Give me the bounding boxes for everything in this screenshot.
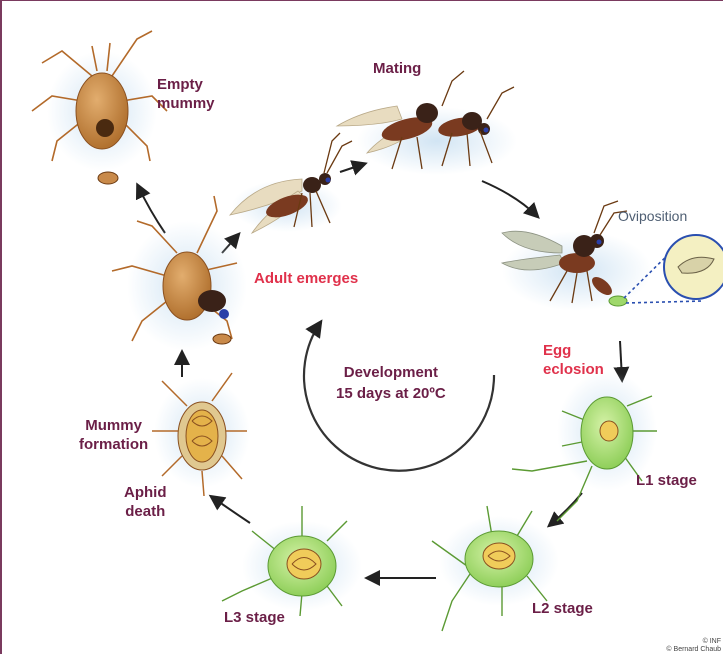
label-l2-stage: L2 stage <box>532 599 593 618</box>
label-development-line1: Development <box>336 362 446 383</box>
label-l3-stage: L3 stage <box>224 608 285 627</box>
arrow-mating-to-oviposition <box>482 181 537 216</box>
mating-pair-figure <box>337 71 517 175</box>
label-aphid-death-line2: death <box>124 502 167 521</box>
label-aphid-death-line1: Aphid <box>124 483 167 502</box>
label-mummy-formation-line2: formation <box>79 435 148 454</box>
label-adult-emerges: Adult emerges <box>254 269 358 288</box>
ovipositing-wasp-figure <box>502 201 723 311</box>
label-empty-mummy-line1: Empty <box>157 75 215 94</box>
mummy-formation-figure <box>152 373 250 496</box>
arrow-l1-to-l2 <box>550 493 582 525</box>
label-oviposition: Oviposition <box>618 207 687 226</box>
adult-emerging-figure <box>112 196 247 351</box>
empty-mummy-figure <box>32 31 167 184</box>
credit-line1: © INF <box>666 638 721 646</box>
label-egg-eclosion-line1: Egg <box>543 341 604 360</box>
label-aphid-death: Aphid death <box>124 483 167 521</box>
label-development-line2: 15 days at 20ºC <box>336 383 446 404</box>
arrow-l3-to-aphid-death <box>212 497 250 523</box>
label-l1-stage: L1 stage <box>636 471 697 490</box>
credit-line2: © Bernard Chaub <box>666 646 721 654</box>
label-development-center: Development 15 days at 20ºC <box>336 362 446 404</box>
label-mummy-formation: Mummy formation <box>79 416 148 454</box>
aphid-l1-figure <box>512 371 657 521</box>
label-egg-eclosion: Egg eclosion <box>543 341 604 379</box>
label-empty-mummy: Empty mummy <box>157 75 215 113</box>
flying-adult-wasp-figure <box>230 133 352 233</box>
arrow-adult-to-mating <box>340 164 364 172</box>
aphid-l3-figure <box>222 506 362 616</box>
label-mating: Mating <box>373 59 421 78</box>
label-mummy-formation-line1: Mummy <box>79 416 148 435</box>
copyright-credit: © INF © Bernard Chaub <box>666 638 721 654</box>
label-egg-eclosion-line2: eclosion <box>543 360 604 379</box>
label-empty-mummy-line2: mummy <box>157 94 215 113</box>
